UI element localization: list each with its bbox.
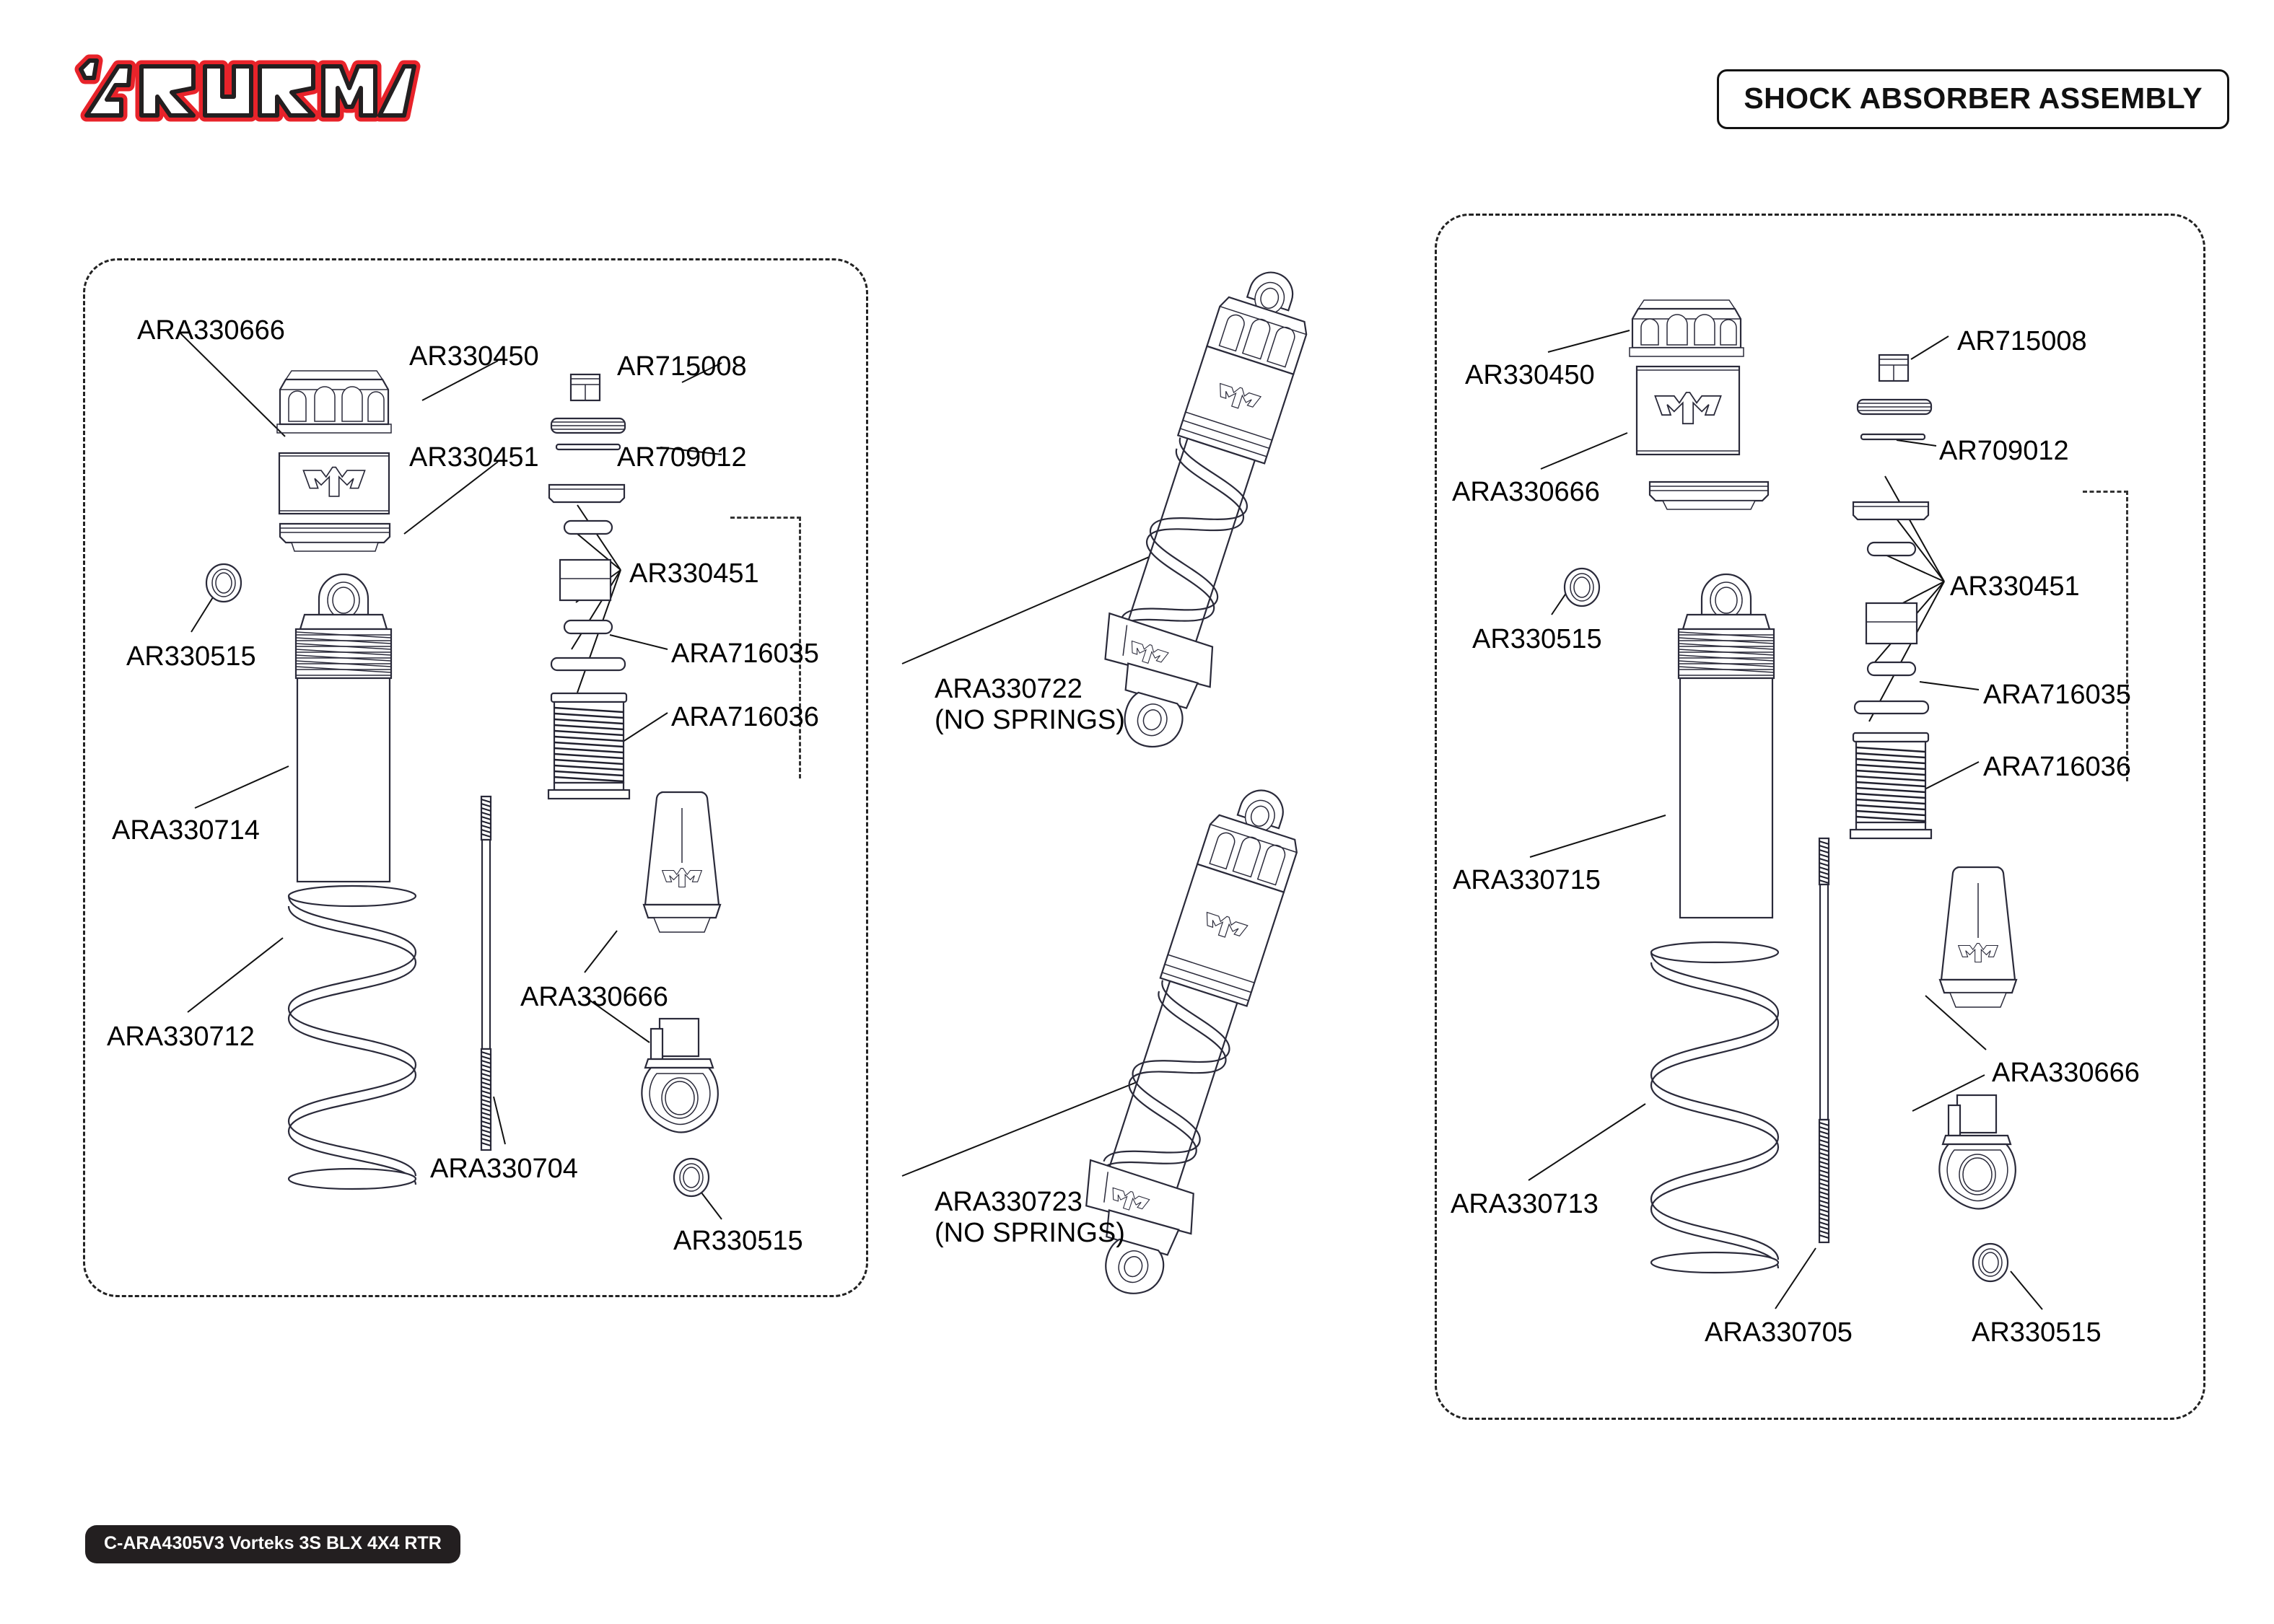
label-ar330450-right: AR330450 xyxy=(1465,360,1595,390)
shim-washer-right xyxy=(1855,395,1934,418)
bump-stop-left xyxy=(635,784,729,942)
label-ar330451-left-a: AR330451 xyxy=(409,442,539,473)
label-ara716036-right: ARA716036 xyxy=(1983,752,2131,782)
arrma-logo xyxy=(74,54,421,126)
front-shock-panel xyxy=(83,258,868,1297)
rear-spring xyxy=(1643,938,1787,1277)
label-ara330666-right-bot: ARA330666 xyxy=(1992,1058,2140,1088)
thin-shim-right xyxy=(1859,431,1927,443)
label-ara330722: ARA330722 (NO SPRINGS) xyxy=(935,674,1125,735)
label-ar330450-left: AR330450 xyxy=(409,341,539,372)
label-ar330515-left-top: AR330515 xyxy=(126,641,256,672)
pivot-ball-right-top xyxy=(1562,567,1602,607)
label-ara330666-right-top: ARA330666 xyxy=(1452,477,1600,507)
shock-cap-left xyxy=(273,358,395,444)
pivot-ball-right-bottom xyxy=(1970,1242,2011,1283)
pivot-ball-left-bottom xyxy=(671,1157,712,1198)
front-spring xyxy=(280,882,424,1192)
label-ara716036-left: ARA716036 xyxy=(671,702,819,732)
label-ara330705: ARA330705 xyxy=(1705,1317,1853,1348)
shock-seal-cap-right xyxy=(1644,476,1774,519)
assembled-shock-front xyxy=(1054,271,1357,851)
label-ar709012-left: AR709012 xyxy=(617,442,747,473)
front-shock-shaft xyxy=(473,789,498,1157)
shock-cap-right xyxy=(1625,289,1748,368)
label-ara330666-left-bot: ARA330666 xyxy=(520,982,668,1012)
o-ring-left-1 xyxy=(561,517,615,538)
label-ara330723-line2: (NO SPRINGS) xyxy=(935,1217,1125,1248)
sheet-title-box: SHOCK ABSORBER ASSEMBLY xyxy=(1717,69,2229,129)
rear-shock-shaft xyxy=(1811,831,1836,1250)
piston-block-left xyxy=(556,556,615,605)
label-ara330722-line2: (NO SPRINGS) xyxy=(935,704,1125,735)
o-ring-left-3 xyxy=(548,654,628,675)
thick-disc-left xyxy=(545,479,629,508)
o-ring-right-1 xyxy=(1865,538,1918,560)
threaded-collar-right xyxy=(1849,729,1933,844)
label-ara330704: ARA330704 xyxy=(430,1154,578,1184)
o-ring-right-3 xyxy=(1852,697,1931,719)
seal-group-dashed-box-left xyxy=(730,517,801,778)
rear-shock-body xyxy=(1664,570,1801,923)
label-ar330451-left-b: AR330451 xyxy=(629,558,759,589)
pivot-ball-left-top xyxy=(204,563,244,603)
rod-end-right xyxy=(1933,1089,2024,1226)
rod-end-left xyxy=(635,1013,726,1150)
assembled-shock-rear xyxy=(1039,789,1357,1400)
label-ar330451-right: AR330451 xyxy=(1950,571,2080,602)
label-ara716035-right: ARA716035 xyxy=(1983,680,2131,710)
label-ara330722-line1: ARA330722 xyxy=(935,674,1083,704)
thick-disc-right xyxy=(1849,496,1933,525)
label-ara330723-line1: ARA330723 xyxy=(935,1187,1083,1217)
shock-seal-cap-left xyxy=(274,518,395,561)
label-ara716035-left: ARA716035 xyxy=(671,638,819,669)
label-ar715008-right: AR715008 xyxy=(1957,326,2087,356)
front-shock-body xyxy=(281,570,419,887)
page-title: SHOCK ABSORBER ASSEMBLY xyxy=(1744,82,2203,115)
seal-group-dashed-box-right xyxy=(2083,491,2128,781)
threaded-collar-left xyxy=(547,689,631,804)
bump-stop-right xyxy=(1931,859,2025,1017)
label-ara330713: ARA330713 xyxy=(1451,1189,1599,1219)
o-ring-right-2 xyxy=(1865,658,1918,680)
model-code-badge: C-ARA4305V3 Vorteks 3S BLX 4X4 RTR xyxy=(85,1525,460,1563)
rtr-logo-plate-left xyxy=(276,449,392,521)
rear-shock-panel xyxy=(1435,214,2205,1420)
rtr-logo-plate-right xyxy=(1630,361,1745,462)
label-ar330515-left-bot: AR330515 xyxy=(673,1226,803,1256)
label-ara330666-top: ARA330666 xyxy=(137,315,285,346)
label-ar709012-right: AR709012 xyxy=(1939,436,2069,466)
piston-block-right xyxy=(1862,599,1921,648)
lock-nut-right xyxy=(1873,351,1914,387)
o-ring-left-2 xyxy=(561,616,615,638)
label-ar330515-right-bot: AR330515 xyxy=(1972,1317,2102,1348)
label-ara330723: ARA330723 (NO SPRINGS) xyxy=(935,1187,1125,1248)
label-ar715008-left: AR715008 xyxy=(617,351,747,382)
label-ar330515-right-top: AR330515 xyxy=(1472,624,1602,654)
label-ara330714: ARA330714 xyxy=(112,815,260,846)
lock-nut-left xyxy=(565,370,605,406)
label-ara330715: ARA330715 xyxy=(1453,865,1601,895)
label-ara330712: ARA330712 xyxy=(107,1022,255,1052)
thin-shim-left xyxy=(554,442,622,453)
shim-washer-left xyxy=(548,414,628,437)
model-code-text: C-ARA4305V3 Vorteks 3S BLX 4X4 RTR xyxy=(104,1533,442,1553)
